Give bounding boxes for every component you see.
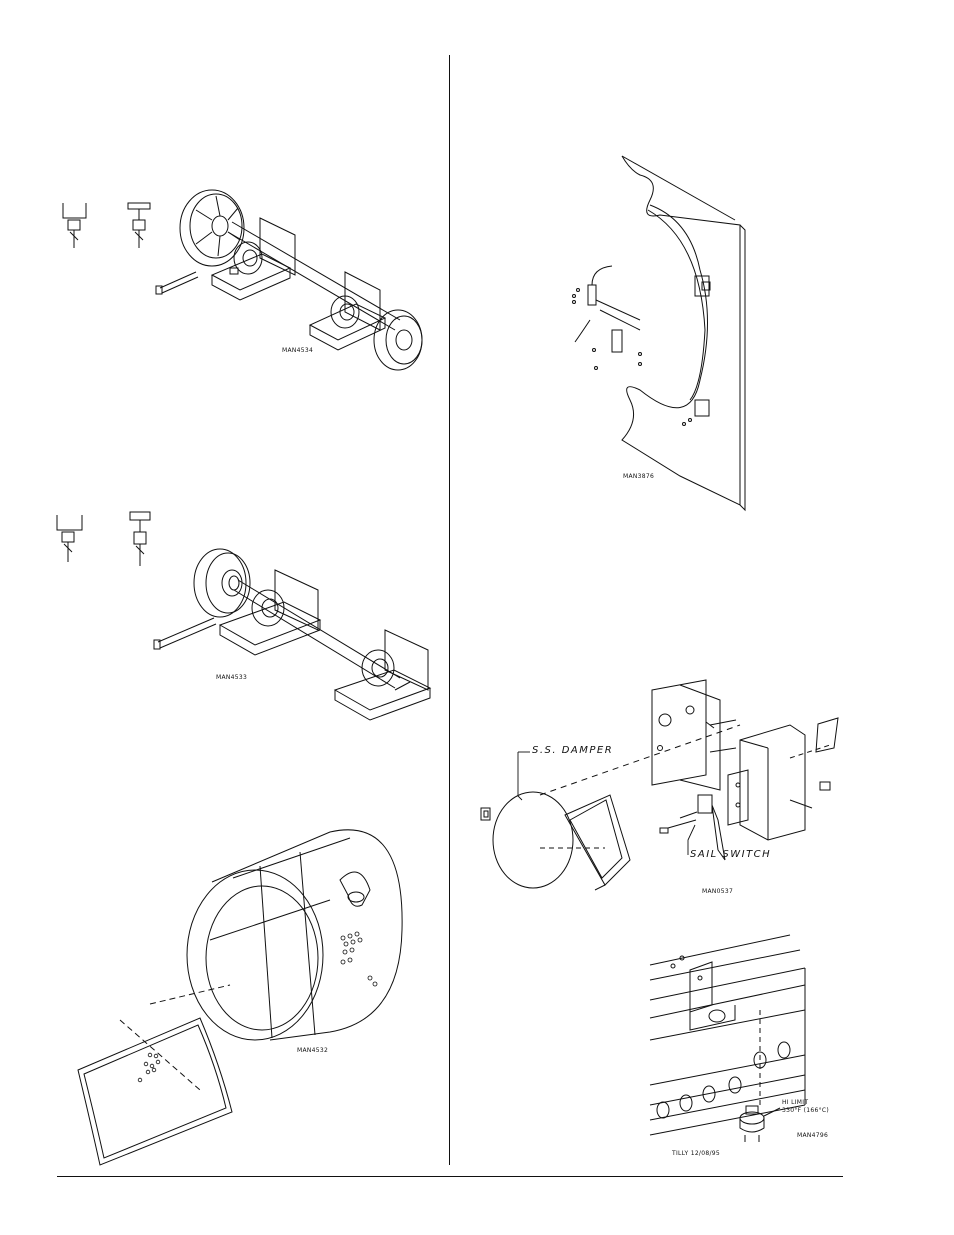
fastener-screws [705,717,839,809]
bolt [155,271,199,295]
detail-inset-tee [129,511,151,566]
bearing-bracket [210,217,296,301]
bearing-bracket [218,569,322,656]
column-divider [449,55,450,1165]
mount-plate [727,769,749,826]
bearing-bracket [333,629,432,721]
bolt [153,617,217,650]
figure-code-man4796: MAN4796 [797,1132,829,1139]
sail-switch [659,794,726,861]
detail-inset-tee [127,202,151,248]
panel-holes [137,1052,161,1083]
detail-inset-cup [62,203,87,248]
bearing-bracket [308,271,387,351]
figure-code-man3876: MAN3876 [623,473,655,480]
figure-code-man4532: MAN4532 [297,1047,329,1054]
callout-leaders [517,751,696,855]
detail-inset-cup [56,515,83,562]
damper-disc [492,791,574,889]
switch-housing [739,724,806,841]
rubber-wheel [373,309,423,371]
callout-hi-limit: HI LIMIT [782,1099,809,1106]
door-switch-assembly [572,265,692,426]
channel-section [649,934,806,1136]
callout-hi-limit-temp: 330°F (166°C) [782,1107,830,1114]
limit-bracket [670,955,761,1108]
damper-clip [480,807,491,821]
hinge-bracket [694,275,711,417]
damper-rod [539,724,741,891]
hi-limit-thermostat [739,1105,781,1142]
drum-body [186,829,403,1041]
callout-sail-switch: SAIL SWITCH [690,849,772,860]
footer-rule [57,1176,843,1177]
spoked-wheel [179,189,245,267]
figure-code-man0537: MAN0537 [702,888,734,895]
axle-shaft [233,579,401,689]
curved-panel [77,984,233,1166]
switch-bracket [651,679,721,791]
figure-code-man4533: MAN4533 [216,674,248,681]
figure-code-man4534: MAN4534 [282,347,314,354]
drawing-footer-tag: TILLY 12/08/95 [672,1150,721,1157]
vent-holes [340,931,378,987]
callout-ss-damper: S.S. DAMPER [532,745,614,756]
